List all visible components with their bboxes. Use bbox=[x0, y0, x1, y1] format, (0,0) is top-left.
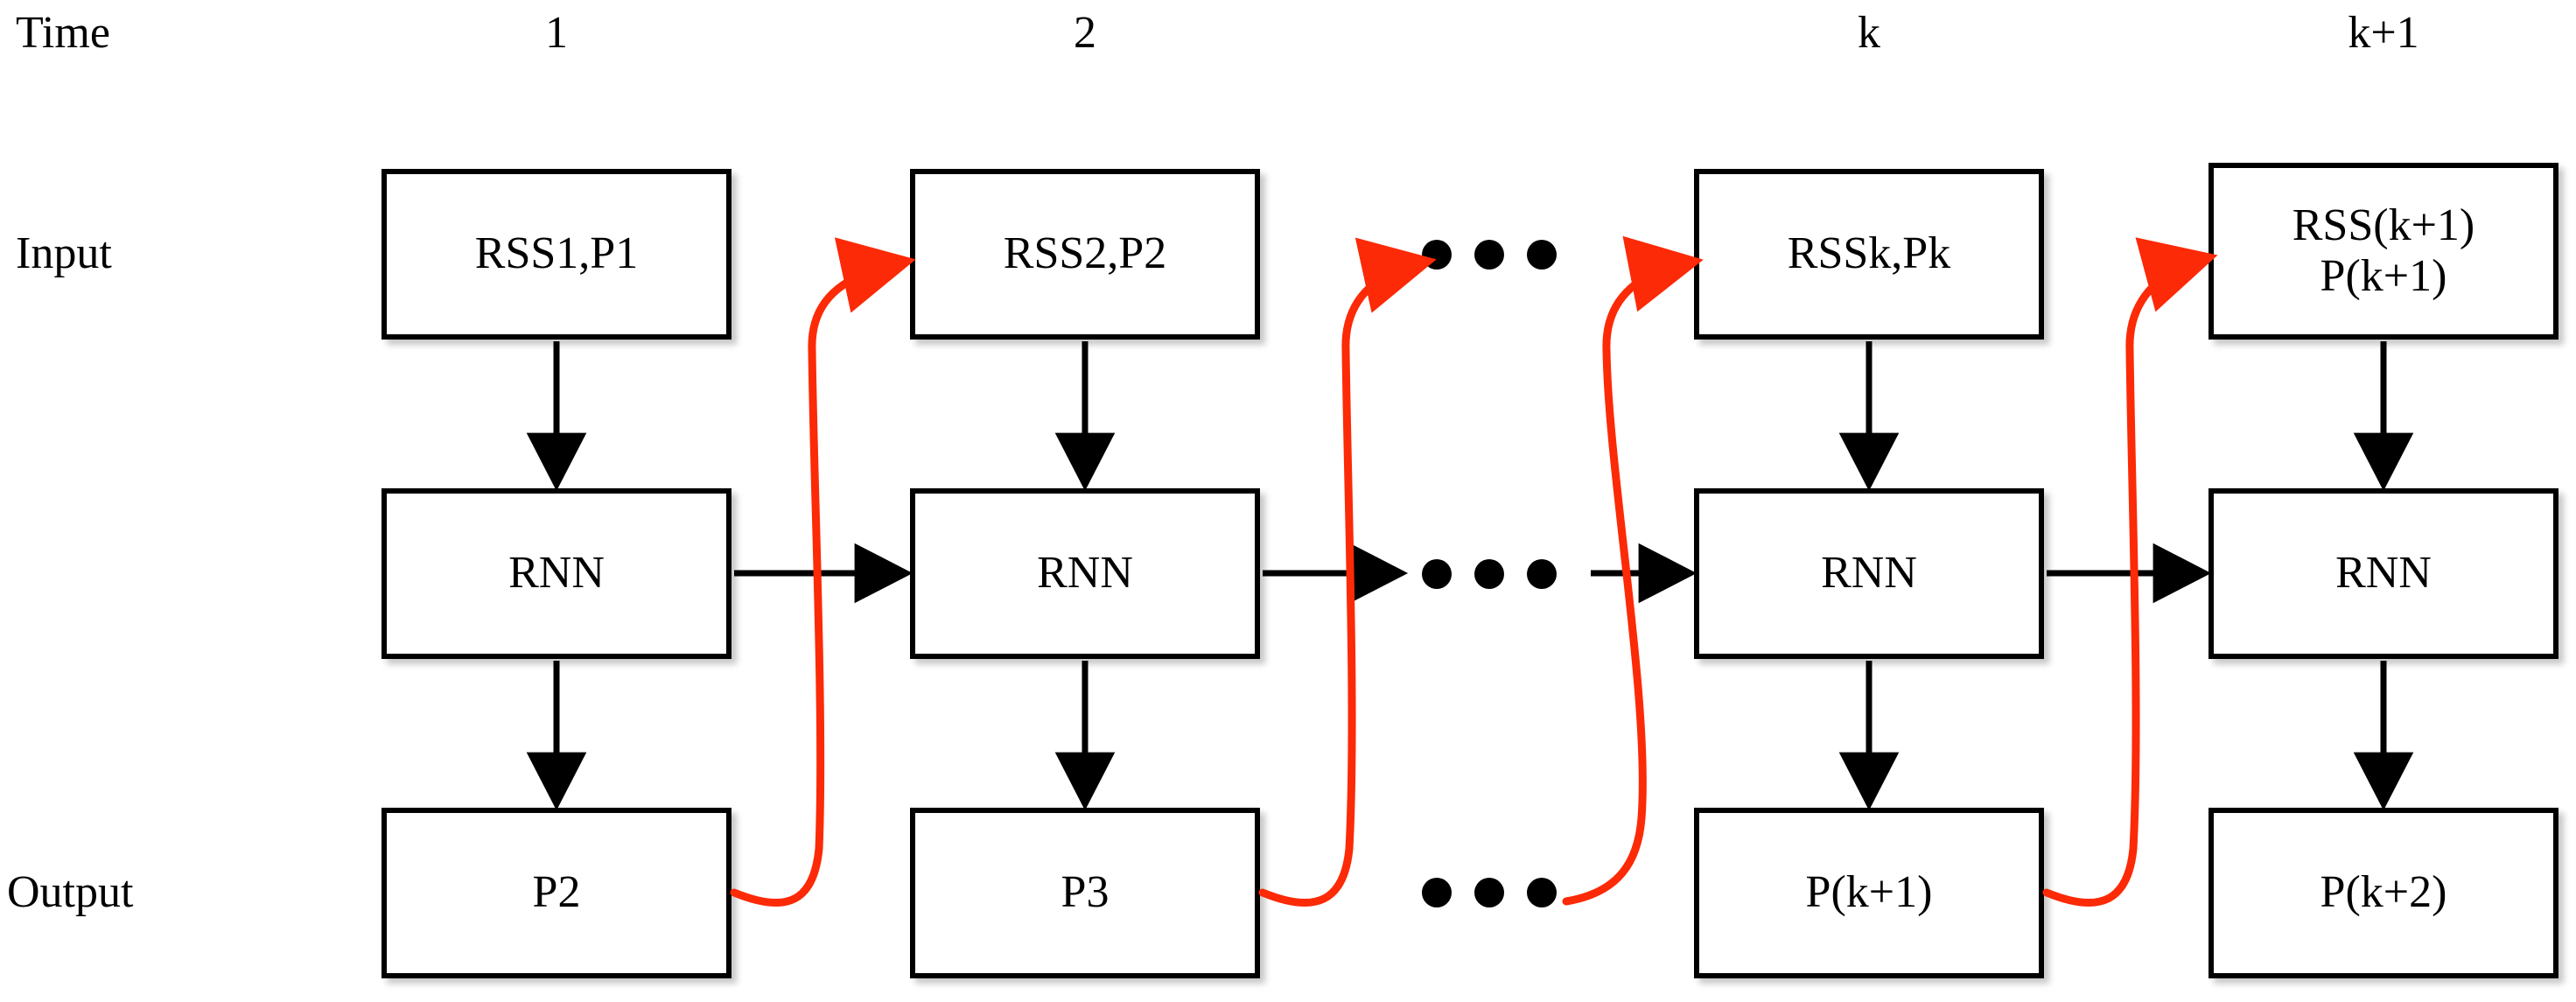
ellipsis-dot bbox=[1422, 878, 1452, 907]
output-box-t2[interactable]: P3 bbox=[910, 808, 1260, 978]
input-box-tk1-line2: P(k+1) bbox=[2320, 251, 2447, 301]
column-header-2: 2 bbox=[1074, 8, 1096, 58]
arrow-input-to-rnn-group bbox=[526, 341, 2414, 492]
input-box-tk[interactable]: RSSk,Pk bbox=[1694, 169, 2044, 340]
rnn-box-tk-label: RNN bbox=[1821, 548, 1917, 599]
ellipsis-input-row bbox=[1422, 240, 1557, 270]
rnn-box-tk[interactable]: RNN bbox=[1694, 488, 2044, 659]
column-header-k-plus-1: k+1 bbox=[2348, 8, 2419, 58]
column-header-1: 1 bbox=[545, 8, 568, 58]
input-box-t1[interactable]: RSS1,P1 bbox=[382, 169, 732, 340]
feedback-arrow-t2-to-dots bbox=[1258, 237, 1437, 907]
input-box-tk1-line1: RSS(k+1) bbox=[2292, 200, 2475, 250]
ellipsis-dot bbox=[1474, 878, 1504, 907]
rnn-box-t2-label: RNN bbox=[1037, 548, 1133, 599]
input-box-t1-line1: RSS1,P1 bbox=[474, 228, 639, 279]
input-box-tk1[interactable]: RSS(k+1) P(k+1) bbox=[2208, 163, 2558, 340]
input-box-t2[interactable]: RSS2,P2 bbox=[910, 169, 1260, 340]
output-box-tk1[interactable]: P(k+2) bbox=[2208, 808, 2558, 978]
output-box-t1[interactable]: P2 bbox=[382, 808, 732, 978]
output-box-tk-label: P(k+1) bbox=[1805, 867, 1933, 918]
arrow-rnn-to-output-group bbox=[526, 661, 2414, 811]
rnn-box-tk1[interactable]: RNN bbox=[2208, 488, 2558, 659]
column-header-k: k bbox=[1858, 8, 1880, 58]
ellipsis-dot bbox=[1422, 240, 1452, 270]
output-box-tk1-label: P(k+2) bbox=[2320, 867, 2447, 918]
row-label-input: Input bbox=[16, 228, 112, 278]
ellipsis-dot bbox=[1527, 878, 1557, 907]
output-box-t1-label: P2 bbox=[532, 867, 581, 918]
output-box-t2-label: P3 bbox=[1060, 867, 1110, 918]
input-box-t2-line1: RSS2,P2 bbox=[1003, 228, 1167, 279]
row-label-output: Output bbox=[7, 867, 134, 917]
ellipsis-hidden-row bbox=[1422, 559, 1557, 589]
input-box-tk-line1: RSSk,Pk bbox=[1787, 228, 1951, 279]
row-label-time: Time bbox=[16, 8, 110, 58]
feedback-arrow-tk-to-tk1 bbox=[2042, 237, 2218, 907]
ellipsis-dot bbox=[1474, 240, 1504, 270]
feedback-arrow-dots-to-tk bbox=[1562, 235, 1704, 906]
ellipsis-dot bbox=[1422, 559, 1452, 589]
ellipsis-output-row bbox=[1422, 878, 1557, 907]
rnn-box-t1-label: RNN bbox=[508, 548, 605, 599]
ellipsis-dot bbox=[1527, 559, 1557, 589]
rnn-box-t2[interactable]: RNN bbox=[910, 488, 1260, 659]
ellipsis-dot bbox=[1474, 559, 1504, 589]
rnn-box-tk1-label: RNN bbox=[2335, 548, 2432, 599]
feedback-arrow-t1-to-t2 bbox=[730, 237, 916, 907]
output-box-tk[interactable]: P(k+1) bbox=[1694, 808, 2044, 978]
rnn-box-t1[interactable]: RNN bbox=[382, 488, 732, 659]
ellipsis-dot bbox=[1527, 240, 1557, 270]
